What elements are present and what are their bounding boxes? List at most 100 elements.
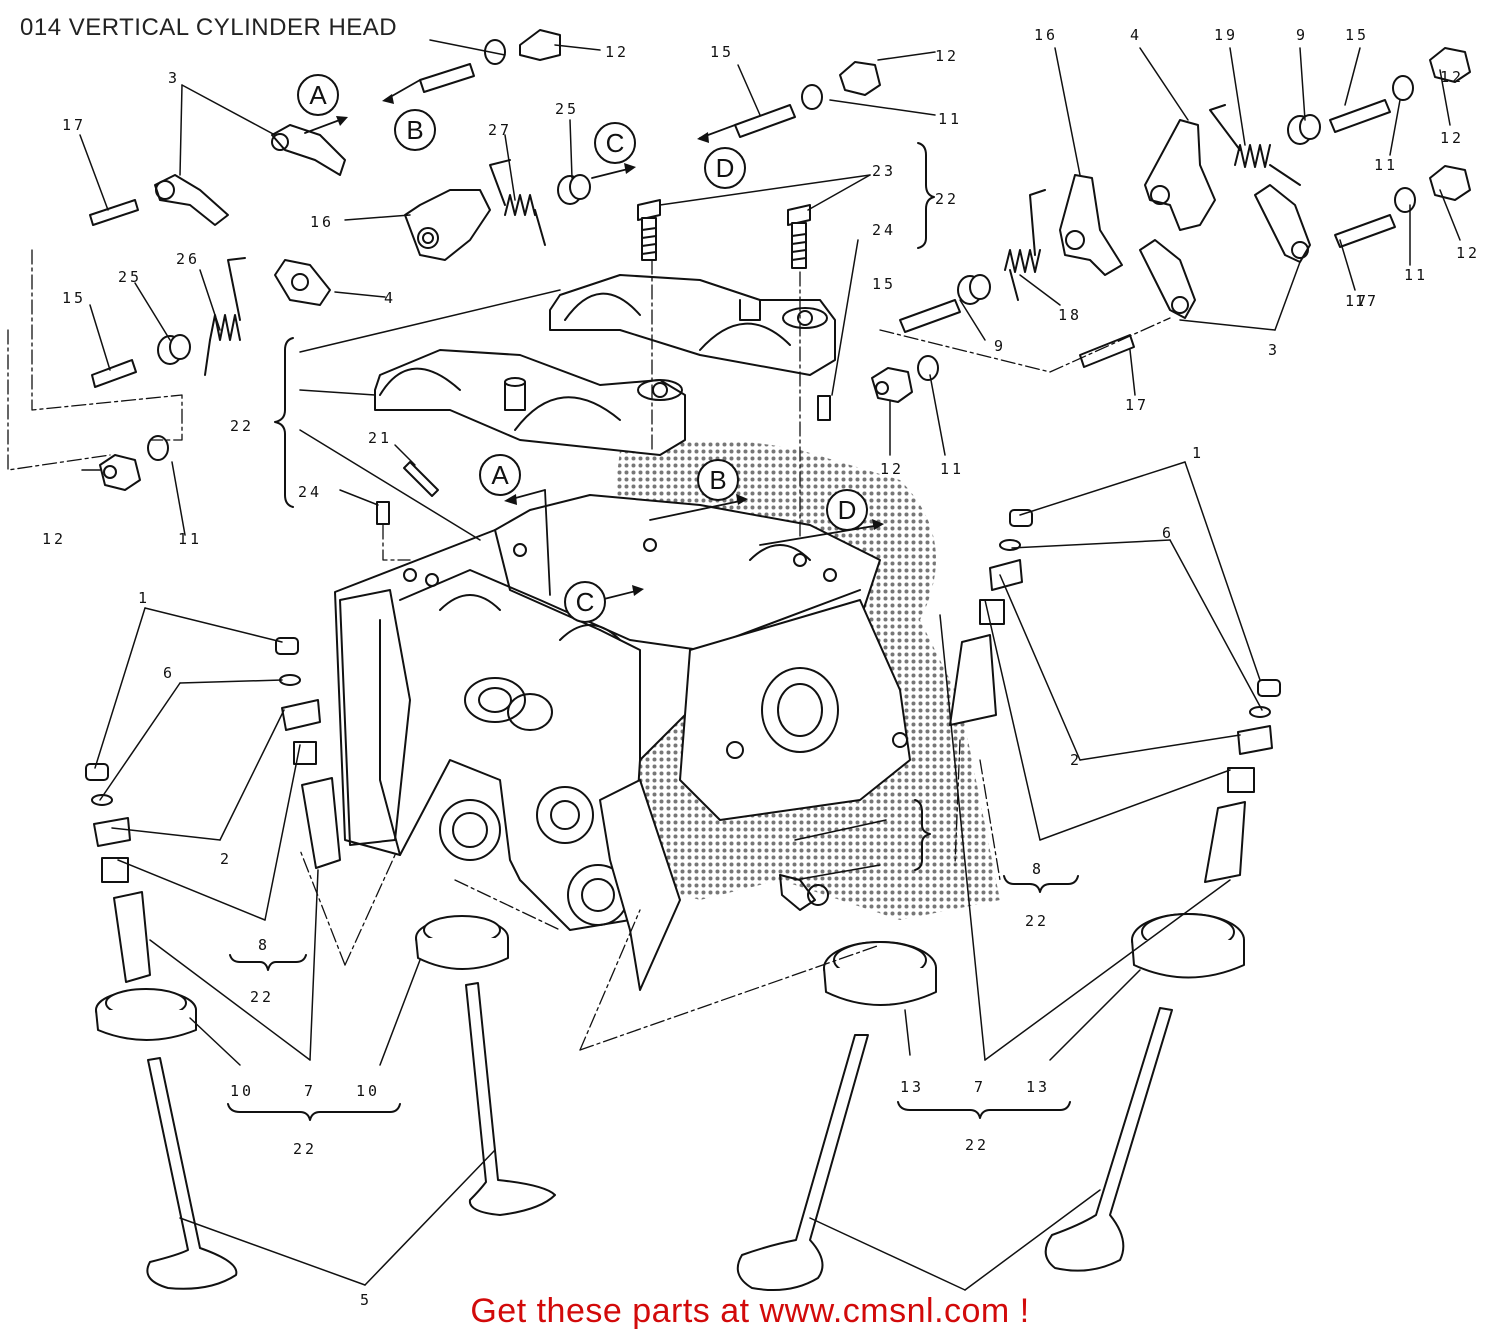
plug-12-topleft	[484, 29, 561, 65]
callout: 24	[872, 221, 896, 239]
valve-train-left	[85, 637, 341, 983]
plug-12-left	[99, 435, 169, 491]
svg-text:A: A	[309, 80, 327, 110]
spring-27	[489, 159, 546, 246]
assembly-axes	[7, 249, 1171, 1051]
callout: 9	[1296, 26, 1308, 44]
callout: 12	[605, 43, 629, 61]
callout: 16	[1034, 26, 1058, 44]
callout: 15	[710, 43, 734, 61]
cylinder-head-block	[334, 494, 911, 991]
callout: 6	[163, 664, 175, 682]
callout: 22	[965, 1136, 989, 1154]
valve-right-1	[736, 1034, 869, 1291]
rocker-16-left	[404, 189, 491, 261]
callout: 11	[1404, 266, 1428, 284]
callout: 13	[900, 1078, 924, 1096]
svg-text:B: B	[709, 465, 726, 495]
callout: 24	[298, 483, 322, 501]
leader-lines	[79, 39, 1461, 1291]
marker-d-block: D	[826, 489, 868, 531]
stud-21	[403, 461, 439, 497]
valve-seats-left	[95, 915, 509, 1041]
callout: 3	[168, 69, 180, 87]
callout: 12	[935, 47, 959, 65]
cap-bolt-left	[637, 199, 661, 261]
shim-25	[157, 174, 591, 365]
callout: 12	[42, 530, 66, 548]
dowel-pin-24	[376, 501, 390, 525]
callout: 18	[1058, 306, 1082, 324]
callout: 8	[258, 936, 270, 954]
callout: 22	[230, 417, 254, 435]
callout: 26	[176, 250, 200, 268]
callout: 22	[1025, 912, 1049, 930]
spring-18-19	[1004, 104, 1301, 301]
callout: 22	[935, 190, 959, 208]
marker-d-top: D	[704, 147, 746, 189]
rocker-4-right	[1144, 119, 1216, 231]
diagram-title: 014 VERTICAL CYLINDER HEAD	[20, 14, 398, 41]
rocker-arm-3b	[154, 174, 229, 226]
rocker-4-left	[274, 259, 331, 306]
callout: 1	[138, 589, 150, 607]
callout: 21	[368, 429, 392, 447]
callout: 11	[938, 110, 962, 128]
callout: 25	[118, 268, 142, 286]
callout: 16	[310, 213, 334, 231]
callout: 12	[880, 460, 904, 478]
svg-text:C: C	[576, 587, 595, 617]
valve-right-2	[1044, 1007, 1173, 1272]
rocker-arm-3	[271, 124, 346, 176]
callout: 22	[293, 1140, 317, 1158]
callout: 1	[1192, 444, 1204, 462]
callout: 11	[940, 460, 964, 478]
camshaft-cap-left	[374, 349, 686, 456]
callout: 2	[220, 850, 232, 868]
group-brackets	[227, 142, 1079, 1121]
svg-text:A: A	[491, 460, 509, 490]
rocker-16-right	[1059, 174, 1123, 276]
marker-b-block: B	[697, 459, 739, 501]
callout: 15	[872, 275, 896, 293]
callout: 12	[1456, 244, 1480, 262]
svg-text:D: D	[838, 495, 857, 525]
callout: 8	[1032, 860, 1044, 878]
rocker-3-right	[1139, 184, 1311, 319]
callout: 2	[1070, 751, 1082, 769]
svg-text:C: C	[606, 128, 625, 158]
callout: 11	[1374, 156, 1398, 174]
callout: 4	[384, 289, 396, 307]
reference-markers: A B C D A B C D	[297, 74, 868, 623]
spring-26	[204, 257, 246, 376]
svg-text:B: B	[406, 115, 423, 145]
marker-b-top: B	[394, 109, 436, 151]
callout: 23	[872, 162, 896, 180]
callout: 4	[1130, 26, 1142, 44]
marker-a-block: A	[479, 454, 521, 496]
promo-footer-link[interactable]: Get these parts at www.cmsnl.com !	[470, 1292, 1030, 1330]
marker-c-block: C	[564, 581, 606, 623]
dowel-pin-24b	[817, 395, 831, 421]
callout: 7	[304, 1082, 316, 1100]
callout: 27	[488, 121, 512, 139]
callout: 10	[356, 1082, 380, 1100]
camshaft-cap-right	[549, 274, 836, 376]
valve-left-2	[465, 982, 556, 1216]
callout: 13	[1026, 1078, 1050, 1096]
callout: 9	[994, 337, 1006, 355]
valve-seats-right	[823, 913, 1245, 1006]
callout: 5	[360, 1291, 372, 1309]
callout: 10	[230, 1082, 254, 1100]
callout: 15	[1345, 26, 1369, 44]
callout: 12	[1440, 129, 1464, 147]
shims-9-right	[957, 114, 1321, 305]
callout: 15	[62, 289, 86, 307]
arrow-heads	[336, 94, 884, 596]
callout: 25	[555, 100, 579, 118]
callout: 17	[62, 116, 86, 134]
svg-text:D: D	[716, 153, 735, 183]
rocker-shafts-right	[899, 99, 1396, 368]
callout: 3	[1268, 341, 1280, 359]
callout: 19	[1214, 26, 1238, 44]
